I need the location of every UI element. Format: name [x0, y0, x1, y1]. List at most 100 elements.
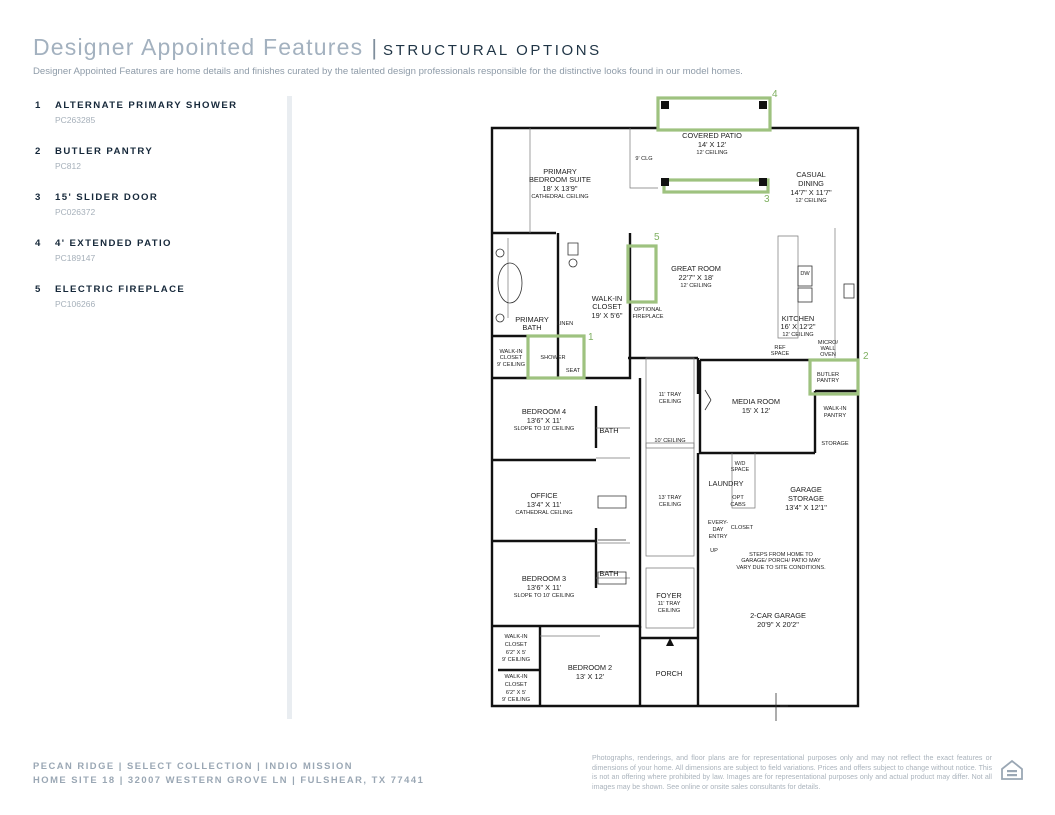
room-name: BEDROOM 2 — [568, 663, 612, 672]
room-name: ENTRY — [709, 534, 728, 540]
option-name: 4' EXTENDED PATIO — [55, 238, 172, 249]
room-note: OPT — [732, 495, 744, 501]
room-size: 13' X 12' — [576, 672, 605, 681]
room-size: 22'7" X 18' — [678, 273, 714, 282]
community-line: PECAN RIDGE | SELECT COLLECTION | INDIO … — [33, 760, 354, 771]
plan-walls — [490, 126, 860, 708]
room-size: 18' X 13'9" — [542, 184, 577, 193]
room-name: STORAGE — [788, 494, 824, 503]
room-name: 2-CAR GARAGE — [750, 611, 806, 620]
room-name: W/D — [735, 461, 746, 467]
room-name: FOYER — [656, 591, 681, 600]
entry-arrow-icon — [666, 638, 674, 646]
option-number: 3 — [35, 192, 42, 203]
vertical-divider — [287, 96, 292, 719]
patio-posts — [661, 101, 767, 186]
room-name: GREAT ROOM — [671, 264, 721, 273]
room-name: GARAGE — [790, 485, 822, 494]
room-size: 16' X 12'2" — [780, 322, 815, 331]
option-name: BUTLER PANTRY — [55, 146, 154, 157]
room-note: CEILING — [658, 608, 680, 614]
room-name: OVEN — [820, 352, 836, 358]
room-note: 11' TRAY — [659, 392, 682, 398]
room-note: CEILING — [659, 399, 681, 405]
room-note: 10' CEILING — [654, 438, 685, 444]
callout-number: 5 — [654, 232, 660, 243]
option-callouts: 4 3 5 1 2 — [588, 89, 869, 362]
room-note: UP — [710, 548, 718, 554]
room-size: 13'4" X 11' — [527, 500, 562, 509]
room-note: 12' CEILING — [795, 198, 826, 204]
room-name: BATH — [522, 323, 541, 332]
room-name: DW — [800, 271, 810, 277]
room-name: CLOSET — [731, 525, 754, 531]
option-item: 2 BUTLER PANTRY PC812 — [35, 146, 280, 192]
room-name: WALK-IN — [499, 349, 522, 355]
callout-number: 2 — [863, 351, 869, 362]
room-note: SLOPE TO 10' CEILING — [514, 426, 575, 432]
room-name: PANTRY — [817, 378, 839, 384]
room-name: BATH — [599, 569, 618, 578]
floor-plan: 4 3 5 1 2 COVERED PATIO 14' X 12' 12' CE… — [480, 88, 875, 723]
room-size: 14' X 12' — [698, 140, 727, 149]
room-name: LAUNDRY — [708, 479, 743, 488]
room-note: 9' CEILING — [497, 362, 525, 368]
address-line: HOME SITE 18 | 32007 WESTERN GROVE LN | … — [33, 774, 425, 785]
room-name: WALK-IN — [504, 634, 527, 640]
callout-number: 4 — [772, 89, 778, 100]
room-note: 12' CEILING — [680, 283, 711, 289]
room-name: CLOSET — [500, 355, 523, 361]
room-size: 6'2" X 5' — [506, 650, 526, 656]
room-name: BUTLER — [817, 372, 839, 378]
option-code: PC026372 — [55, 207, 96, 217]
room-size: 15' X 12' — [742, 406, 771, 415]
room-size: 13'4" X 12'1" — [785, 503, 827, 512]
room-note: 9' CEILING — [502, 657, 530, 663]
room-name: PORCH — [656, 669, 683, 678]
room-name: DAY — [712, 527, 723, 533]
room-labels: COVERED PATIO 14' X 12' 12' CEILING 9' C… — [497, 131, 849, 703]
room-name: CASUAL — [796, 170, 826, 179]
page-title: Designer Appointed Features — [33, 34, 364, 60]
room-note: 9' CEILING — [502, 697, 530, 703]
room-name: PRIMARY — [515, 315, 549, 324]
option-number: 2 — [35, 146, 42, 157]
page-section-title: STRUCTURAL OPTIONS — [383, 42, 602, 59]
room-note: 9' CLG — [635, 156, 652, 162]
page-subtitle: Designer Appointed Features are home det… — [33, 66, 743, 77]
room-note: CATHEDRAL CEILING — [515, 510, 572, 516]
plan-fixtures — [495, 242, 855, 721]
room-size: 13'6" X 11' — [527, 583, 562, 592]
room-name: COVERED PATIO — [682, 131, 742, 140]
option-number: 4 — [35, 238, 42, 249]
option-code: PC812 — [55, 161, 81, 171]
option-code: PC106266 — [55, 299, 96, 309]
plan-thin-lines — [507, 128, 836, 637]
room-name: WALL — [820, 346, 835, 352]
room-size: 14'7" X 11'7" — [790, 188, 832, 197]
room-note: 12' CEILING — [782, 332, 813, 338]
option-number: 1 — [35, 100, 42, 111]
room-name: PRIMARY — [543, 167, 577, 176]
room-name: WALK-IN — [592, 294, 623, 303]
room-name: DINING — [798, 179, 824, 188]
room-note: CEILING — [659, 502, 681, 508]
room-note: FIREPLACE — [632, 314, 663, 320]
option-highlights — [526, 96, 860, 396]
room-name: BEDROOM SUITE — [529, 175, 591, 184]
room-name: SHOWER — [540, 355, 565, 361]
floor-plan-drawing: 4 3 5 1 2 COVERED PATIO 14' X 12' 12' CE… — [490, 89, 869, 721]
room-name: OFFICE — [530, 491, 557, 500]
disclaimer-text: Photographs, renderings, and floor plans… — [592, 754, 992, 791]
option-number: 5 — [35, 284, 42, 295]
equal-housing-opportunity-icon — [1001, 759, 1023, 780]
room-name: CLOSET — [592, 302, 622, 311]
room-name: KITCHEN — [782, 314, 814, 323]
room-name: STORAGE — [821, 441, 849, 447]
room-size: 13'6" X 11' — [527, 416, 562, 425]
